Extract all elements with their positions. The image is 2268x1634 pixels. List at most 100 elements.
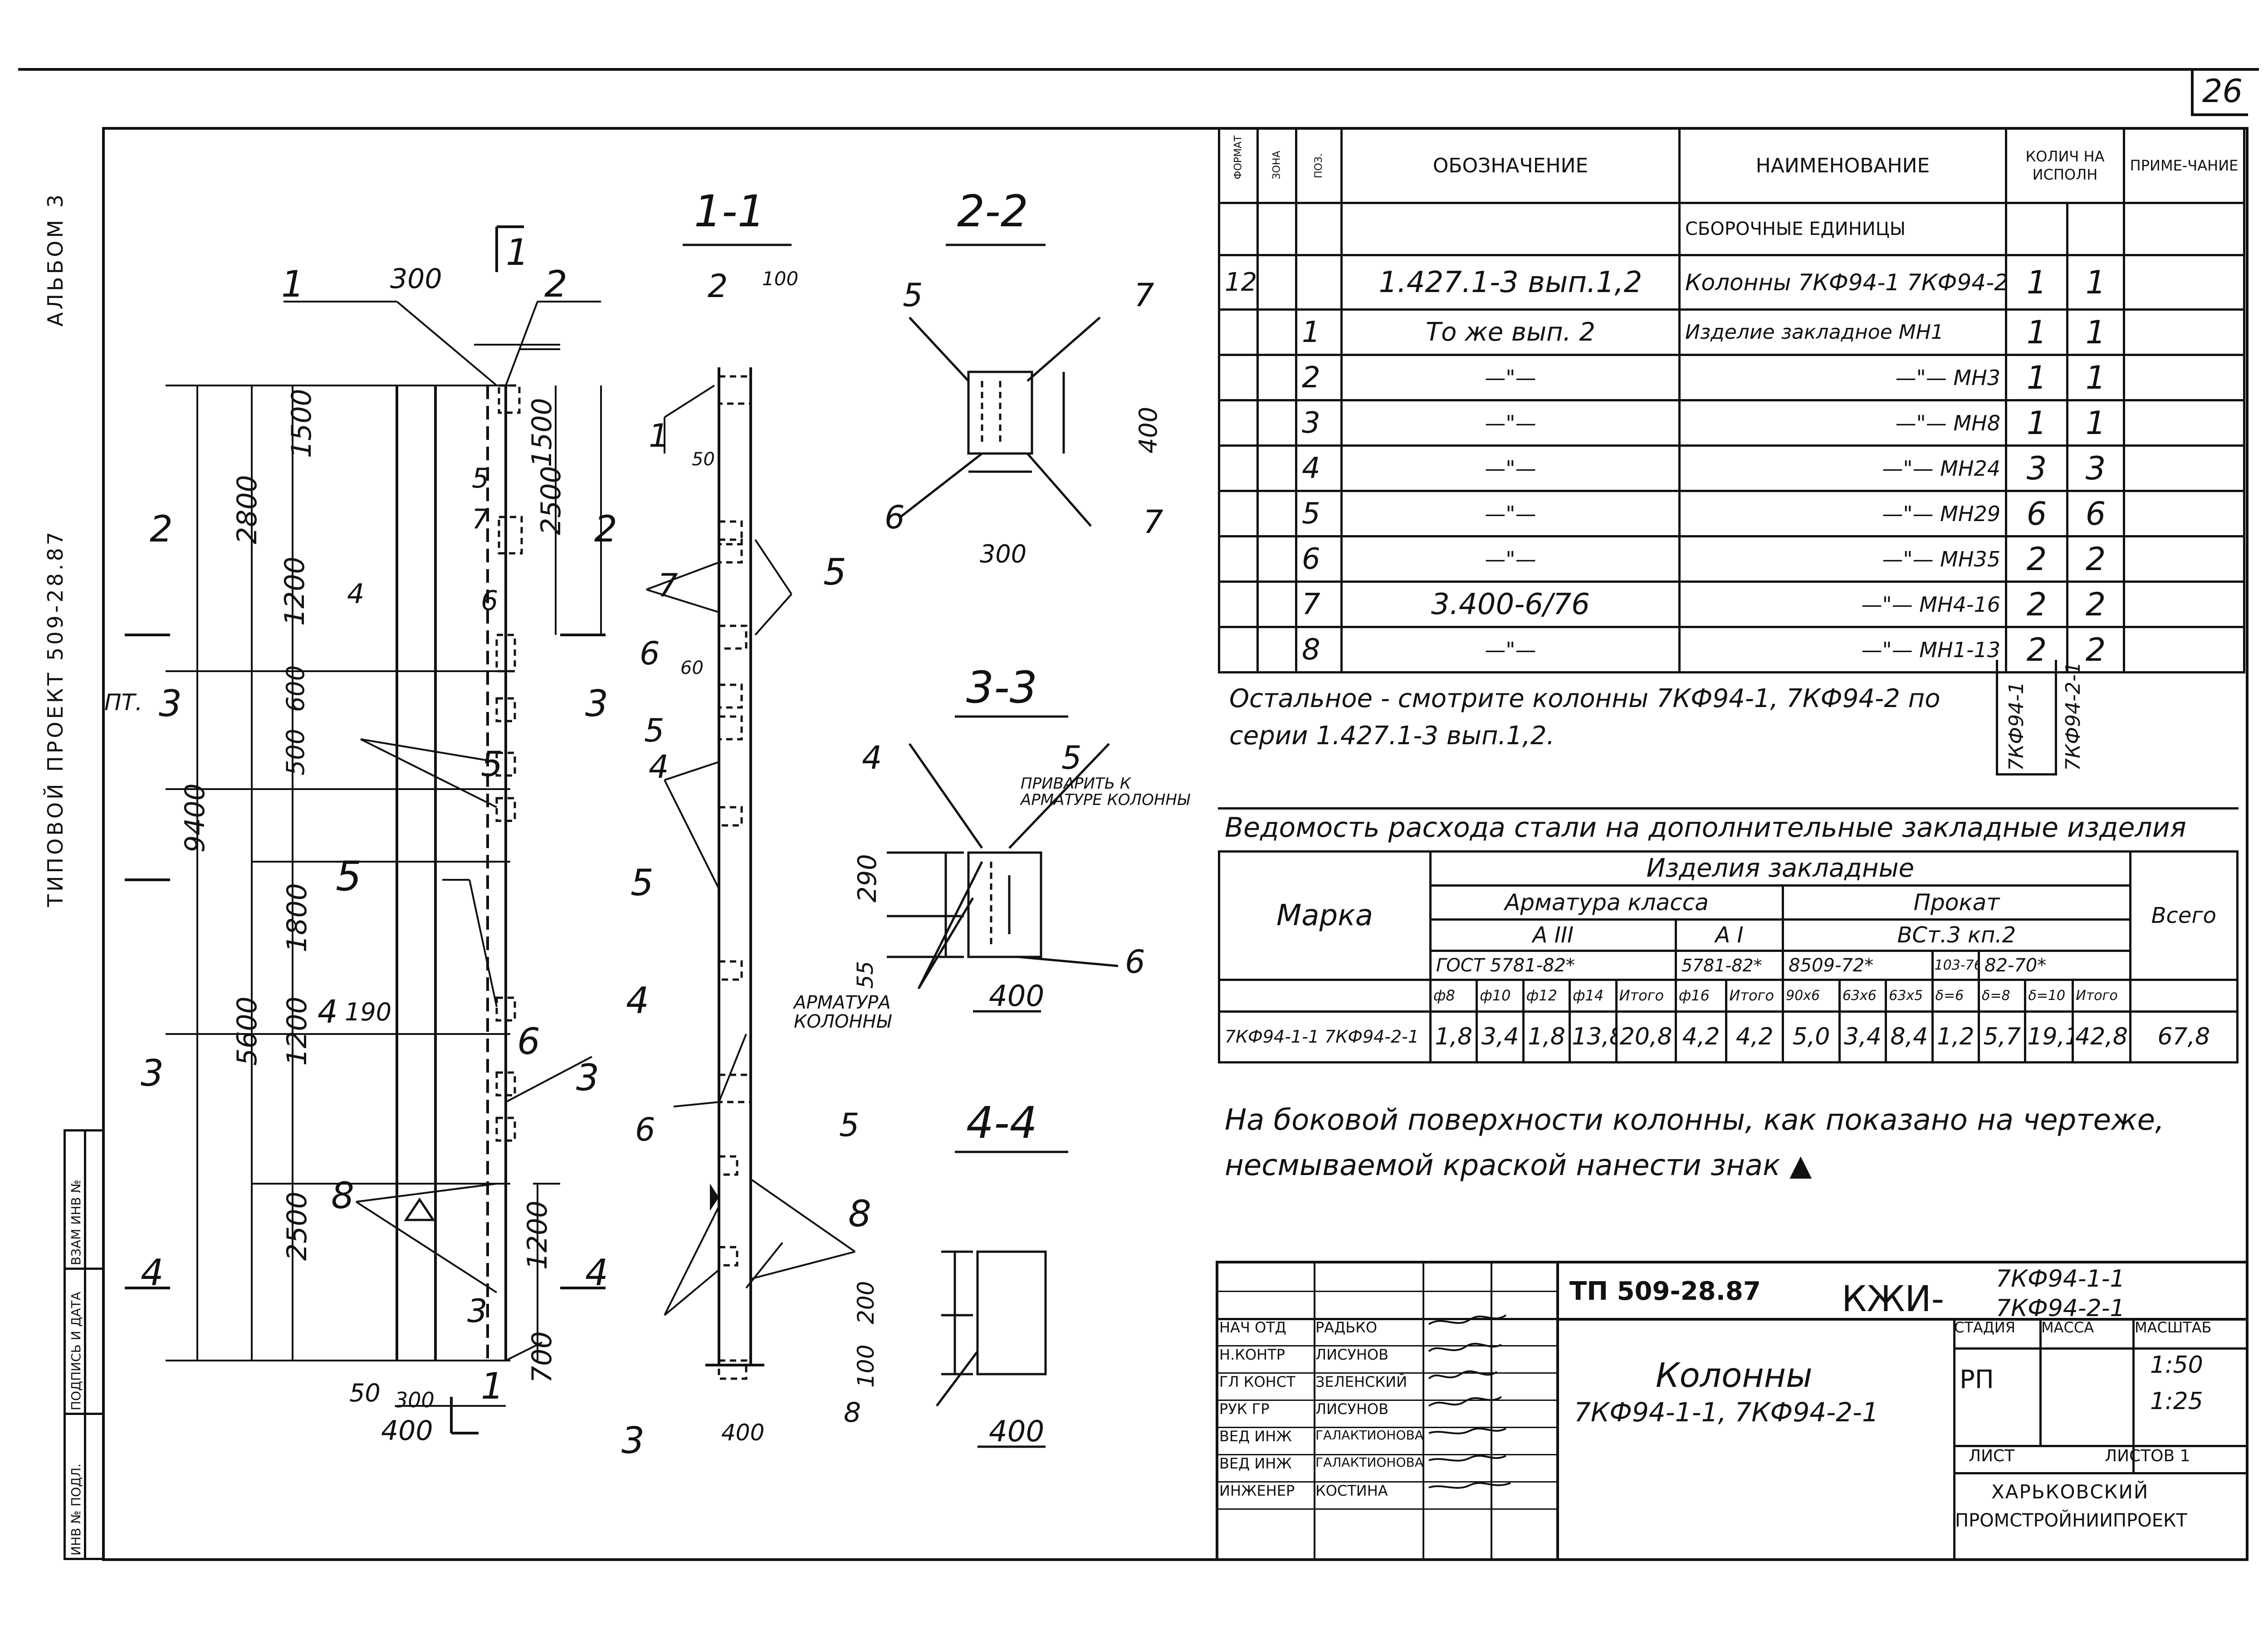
steel-a3-header: А III	[1429, 918, 1677, 952]
tb-name: ЗЕЛЕНСКИЙ	[1315, 1373, 1408, 1390]
left-stamp: ИНВ № ПОДЛ. ПОДПИСЬ И ДАТА ВЗАМ ИНВ №	[64, 1129, 102, 1560]
dim-label: 400	[381, 1415, 433, 1447]
cut-mark-1: 1	[481, 1365, 504, 1407]
callout-number: 8	[331, 1175, 354, 1217]
tb-stage: РП	[1960, 1365, 1994, 1395]
spec-section-label: СБОРОЧНЫЕ ЕДИНИЦЫ	[1678, 202, 2007, 256]
callout-number: 4	[862, 739, 882, 776]
dim-label: 700	[526, 1331, 558, 1383]
callout-number: 3	[467, 1293, 488, 1330]
callout-number: 8	[844, 1397, 861, 1429]
callout-number: 6	[640, 635, 660, 672]
elevation-dimensions	[166, 344, 602, 1407]
tb-role: НАЧ ОТД	[1219, 1319, 1286, 1336]
section-4-4	[936, 1250, 1047, 1448]
section-title-2-2: 2-2	[957, 186, 1028, 237]
tb-org-2: ПРОМСТРОЙНИИПРОЕКТ	[1955, 1510, 2187, 1531]
dim-label: 1500	[286, 389, 318, 458]
steel-title: Ведомость расхода стали на дополнительны…	[1225, 812, 2186, 844]
cut-mark-3: 3	[576, 1057, 599, 1099]
callout-number: 5	[823, 551, 846, 593]
callout-number: 7	[1143, 503, 1163, 541]
dim-label: 2800	[231, 475, 263, 544]
cut-mark-3: 3	[159, 683, 182, 725]
callout-number: 5	[839, 1107, 860, 1144]
dim-label: 100	[853, 1344, 879, 1388]
steel-gost2: 5781-82*	[1674, 950, 1784, 981]
variant-label-2: 7КФ94-2-1	[2062, 662, 2085, 771]
stamp-field-sign: ПОДПИСЬ И ДАТА	[68, 1292, 83, 1410]
dim-label: 1800	[281, 883, 313, 952]
callout-number: 5	[631, 862, 654, 904]
spec-header-note: ПРИМЕ-ЧАНИЕ	[2123, 127, 2246, 204]
dim-label: 400	[721, 1419, 765, 1446]
marking-note: На боковой поверхности колонны, как пока…	[1225, 1103, 2165, 1182]
dim-label: 400	[989, 1415, 1045, 1449]
steel-a1-header: А I	[1674, 918, 1784, 952]
table-row: 5 —"— —"— МН29 6 6	[1218, 490, 2246, 537]
dim-label: 5600	[231, 996, 263, 1066]
stamp-field-vzam: ВЗАМ ИНВ №	[68, 1180, 83, 1265]
table-row: 7КФ94-1-1 7КФ94-2-1 1,8 3,4 1,8 13,8 20,…	[1218, 1010, 2239, 1064]
variant-label-1: 7КФ94-1	[2005, 682, 2028, 771]
dim-label: 400	[989, 980, 1045, 1013]
spec-header-code: ОБОЗНАЧЕНИЕ	[1340, 127, 1681, 204]
table-row: 4 —"— —"— МН24 3 3	[1218, 444, 2246, 492]
table-row: 12 1.427.1-3 вып.1,2 Колонны 7КФ94-1 7КФ…	[1218, 254, 2246, 311]
sec33-note-armatura: АРМАТУРА КОЛОННЫ	[794, 992, 891, 1032]
section-1-1-embeds	[718, 375, 752, 1380]
variant-columns-divider	[2055, 660, 2057, 776]
table-row: 6 —"— —"— МН35 2 2	[1218, 535, 2246, 583]
drawing-frame	[102, 127, 2248, 1561]
section-title-1-1: 1-1	[694, 186, 765, 237]
title-block	[1216, 1261, 2248, 1561]
dim-label: 600	[281, 665, 310, 712]
tb-name: ЛИСУНОВ	[1315, 1400, 1389, 1418]
dim-label: 190	[345, 998, 392, 1026]
tb-role: ВЕД ИНЖ	[1219, 1455, 1292, 1472]
section-1-1-leaders	[646, 385, 856, 1316]
tb-scale-header: МАСШТАБ	[2135, 1319, 2212, 1336]
tb-role: РУК ГР	[1219, 1400, 1270, 1418]
steel-title-rule	[1218, 807, 2239, 810]
dim-label: 400	[1134, 406, 1163, 454]
dim-label: 55	[853, 961, 878, 989]
tb-role: ГЛ КОНСТ	[1219, 1373, 1295, 1390]
dim-label: 300	[390, 263, 442, 295]
specification-table: ФОРМАТ ЗОНА ПОЗ. ОБОЗНАЧЕНИЕ НАИМЕНОВАНИ…	[1218, 127, 2246, 673]
dim-label: 1500	[526, 398, 558, 467]
cut-mark-4: 4	[585, 1252, 608, 1294]
dim-label: 9400	[179, 783, 211, 853]
tb-name: ГАЛАКТИОНОВА	[1315, 1455, 1423, 1470]
tb-role: Н.КОНТР	[1219, 1346, 1286, 1363]
dim-label: 1200	[279, 556, 311, 626]
callout-number: 1	[649, 417, 669, 454]
section-2-2	[899, 317, 1101, 527]
steel-total-header: Всего	[2129, 850, 2239, 981]
callout-number: 6	[481, 585, 499, 617]
sec11-triangle	[710, 1184, 719, 1211]
section-title-underlines	[683, 244, 1068, 1153]
dim-label: 1200	[522, 1200, 553, 1270]
tb-scale-2: 1:25	[2150, 1388, 2203, 1415]
stamp-field-inv: ИНВ № ПОДЛ.	[68, 1463, 83, 1556]
steel-row-mark: 7КФ94-1-1 7КФ94-2-1	[1218, 1010, 1432, 1064]
tb-name: ЛИСУНОВ	[1315, 1346, 1389, 1363]
callout-number: 4	[626, 980, 649, 1022]
steel-marka-header: Марка	[1218, 850, 1432, 981]
cut-mark-pt: ПТ.	[104, 689, 143, 716]
callout-number: 4	[649, 748, 669, 785]
steel-gost3: 8509-72*	[1782, 950, 1934, 981]
cut-mark-4: 4	[141, 1252, 164, 1294]
callout-number: 5	[472, 463, 489, 494]
callout-number: 5	[1061, 739, 1082, 776]
dim-label: 100	[762, 268, 799, 290]
page-number-box	[2191, 68, 2248, 116]
callout-number: 8	[848, 1193, 871, 1235]
dim-label: 200	[853, 1281, 879, 1324]
spec-header-name: НАИМЕНОВАНИЕ	[1678, 127, 2007, 204]
dim-label: 300	[395, 1388, 435, 1412]
tb-mass-header: МАССА	[2041, 1319, 2094, 1336]
tb-role: ИНЖЕНЕР	[1219, 1482, 1295, 1499]
signatures	[1428, 1314, 1511, 1489]
